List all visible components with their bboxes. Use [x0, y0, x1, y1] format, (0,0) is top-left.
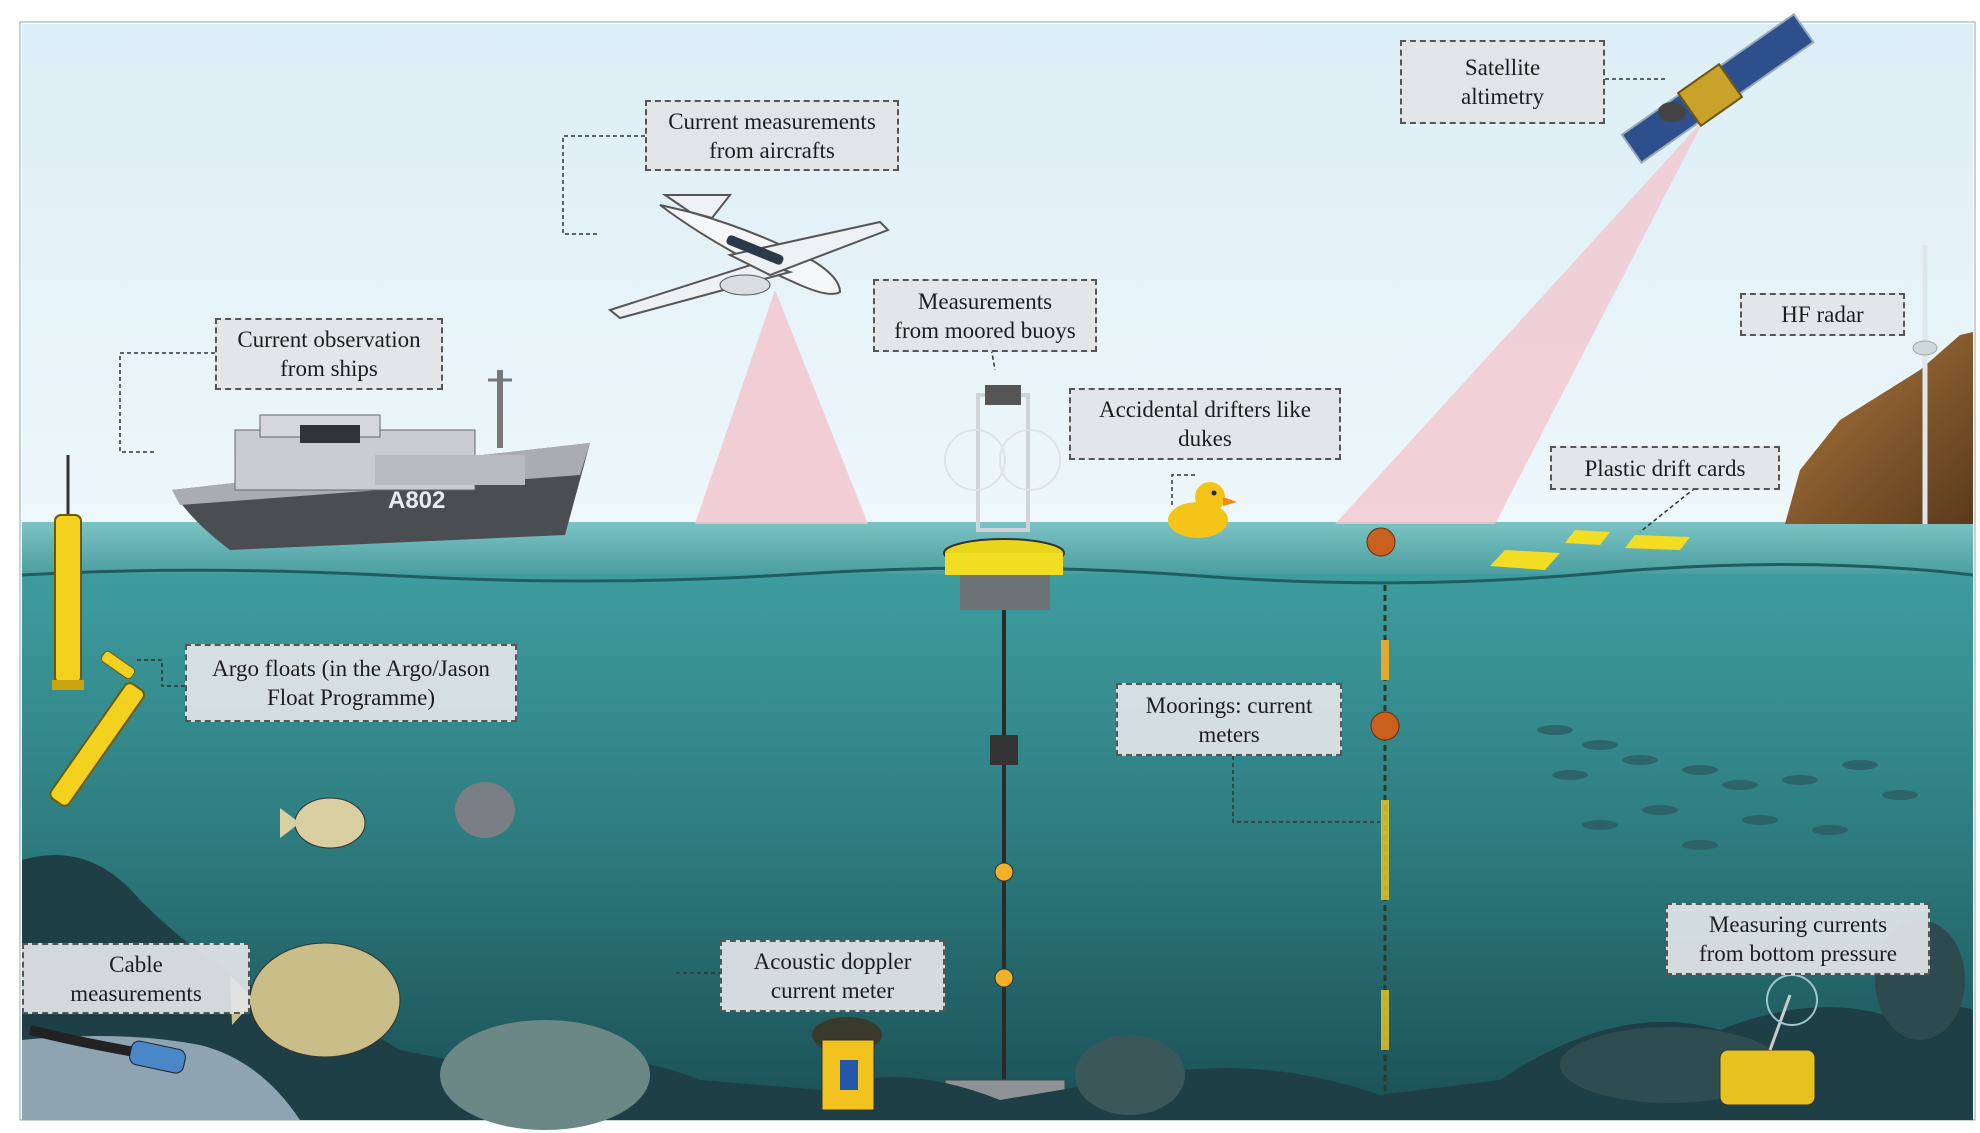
label-accidental-drifters: Accidental drifters like dukes	[1069, 388, 1341, 460]
label-moored-buoys: Measurements from moored buoys	[873, 279, 1097, 352]
drift-cards-icon	[1490, 530, 1690, 570]
label-ship-observation: Current observation from ships	[215, 318, 443, 390]
hf-radar-antenna	[1912, 340, 1938, 356]
label-argo-line-2: Float Programme)	[267, 685, 435, 710]
fish-school	[1537, 725, 1918, 850]
label-argo-floats: Argo floats (in the Argo/Jason Float Pro…	[185, 644, 517, 722]
cable-icon	[28, 1025, 186, 1074]
label-leader-lines	[119, 78, 1696, 974]
label-adcp-line-2: current meter	[770, 978, 895, 1003]
mooring-line-icon	[1366, 527, 1400, 1110]
aircraft-icon	[607, 194, 890, 320]
adcp-icon	[812, 1017, 882, 1111]
label-plastic-drift-cards: Plastic drift cards	[1550, 446, 1780, 490]
label-bottom-pressure-line-1: Measuring currents	[1708, 912, 1888, 937]
rubber-duck-icon	[1168, 482, 1237, 538]
label-satellite-line-1: Satellite	[1464, 55, 1541, 80]
label-satellite-altimetry: Satellite altimetry	[1400, 40, 1605, 124]
label-aircraft-line-2: from aircrafts	[709, 137, 835, 163]
label-moorings-current-meters: Moorings: current meters	[1116, 683, 1342, 756]
ship-icon: A802	[172, 370, 590, 550]
label-buoys-line-1: Measurements	[917, 288, 1053, 314]
label-moorings-line-1: Moorings: current	[1145, 692, 1313, 718]
label-drifters-line-2: dukes	[1178, 426, 1232, 451]
ship-hull-number: A802	[388, 487, 445, 514]
label-satellite-line-2: altimetry	[1460, 84, 1545, 109]
label-ships-line-1: Current observation	[237, 327, 421, 352]
label-hf-radar-line-1: HF radar	[1781, 302, 1864, 327]
satellite-icon	[1620, 12, 1815, 164]
label-moorings-line-2: meters	[1198, 721, 1260, 747]
aircraft-beam	[695, 290, 868, 524]
label-buoys-line-2: from moored buoys	[894, 317, 1076, 343]
label-cable-line-2: measurements	[70, 980, 202, 1006]
label-drift-cards-line-1: Plastic drift cards	[1584, 455, 1746, 481]
label-cable-line-1: Cable	[109, 951, 163, 977]
argo-float-icon	[49, 455, 145, 807]
label-bottom-pressure: Measuring currents from bottom pressure	[1666, 903, 1930, 975]
label-acoustic-doppler: Acoustic doppler current meter	[720, 940, 945, 1012]
label-drifters-line-1: Accidental drifters like	[1098, 397, 1312, 422]
label-argo-line-1: Argo floats (in the Argo/Jason	[212, 656, 490, 681]
label-aircraft-measurements: Current measurements from aircrafts	[645, 100, 899, 171]
label-bottom-pressure-line-2: from bottom pressure	[1698, 941, 1897, 966]
label-hf-radar: HF radar	[1740, 293, 1905, 336]
satellite-beam	[1335, 118, 1705, 524]
fish-group	[230, 782, 515, 1058]
label-adcp-line-1: Acoustic doppler	[753, 949, 912, 974]
label-ships-line-2: from ships	[280, 356, 378, 381]
label-cable-measurements: Cable measurements	[22, 943, 250, 1014]
label-aircraft-line-1: Current measurements	[668, 108, 876, 134]
bottom-pressure-lander-icon	[1719, 974, 1818, 1106]
